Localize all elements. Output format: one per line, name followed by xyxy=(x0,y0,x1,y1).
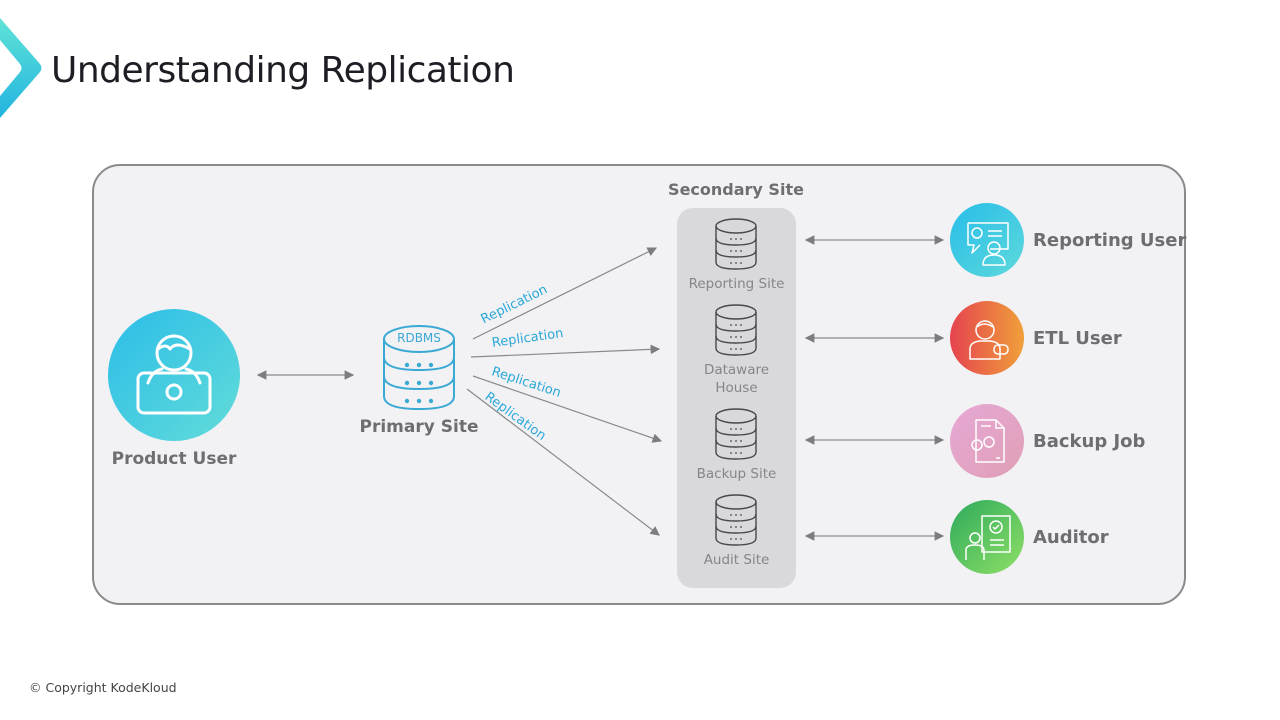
replication-arrow-audit xyxy=(466,388,660,536)
etl-user-label: ETL User xyxy=(1033,328,1122,349)
replication-arrow-reporting xyxy=(472,247,658,340)
secondary-site-title: Secondary Site xyxy=(668,180,804,199)
replication-arrow-dataware xyxy=(470,344,661,358)
kodekloud-logo-icon xyxy=(0,18,42,118)
user-laptop-icon xyxy=(136,334,212,415)
auditor-label: Auditor xyxy=(1033,527,1109,548)
backup-job-label: Backup Job xyxy=(1033,431,1146,452)
auditor-checklist-icon xyxy=(965,515,1011,560)
product-user-avatar xyxy=(108,309,240,441)
presenter-chat-icon xyxy=(967,222,1009,266)
document-gears-icon xyxy=(971,419,1005,463)
dataware-house-label: Dataware House xyxy=(703,362,770,396)
reporting-user-avatar xyxy=(950,203,1024,277)
audit-site-label: Audit Site xyxy=(703,552,770,568)
copyright-footer: © Copyright KodeKloud xyxy=(29,680,177,695)
reporting-user-label: Reporting User xyxy=(1033,230,1187,251)
user-message-icon xyxy=(969,320,1009,360)
rdbms-label: RDBMS xyxy=(397,331,441,345)
page-title: Understanding Replication xyxy=(51,50,515,91)
backup-job-avatar xyxy=(950,404,1024,478)
backup-site-label: Backup Site xyxy=(696,466,777,482)
replication-arrow-backup xyxy=(472,375,663,443)
etl-user-avatar xyxy=(950,301,1024,375)
auditor-avatar xyxy=(950,500,1024,574)
product-user-label: Product User xyxy=(111,449,237,469)
reporting-site-label: Reporting Site xyxy=(688,276,785,292)
primary-site-label: Primary Site xyxy=(359,417,479,437)
